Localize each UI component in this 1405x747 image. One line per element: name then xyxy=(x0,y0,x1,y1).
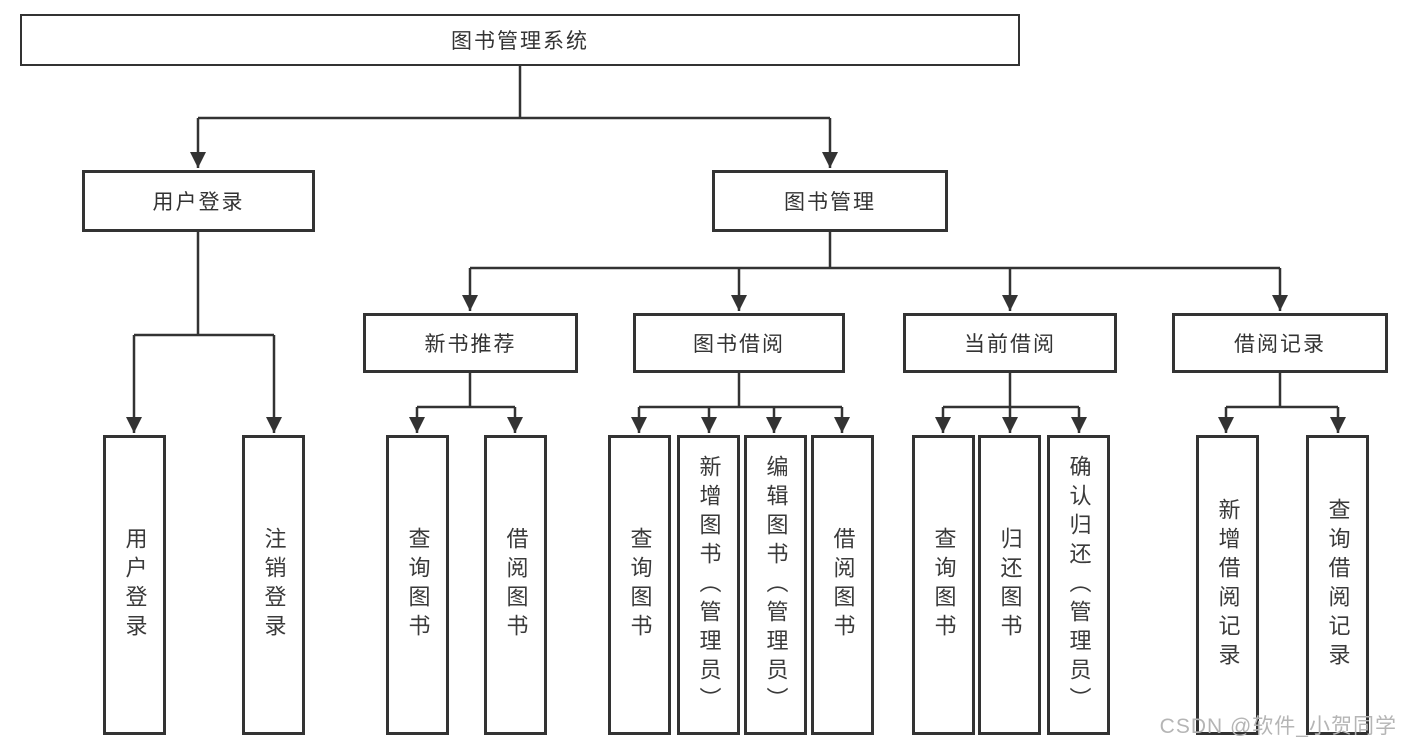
leaf-label: 借阅图书 xyxy=(830,527,856,643)
leaf-label: 查询借阅记录 xyxy=(1325,498,1351,672)
leaf-borrow-books-recommend: 借阅图书 xyxy=(484,435,547,735)
node-current-borrow: 当前借阅 xyxy=(903,313,1117,373)
leaf-label: 借阅图书 xyxy=(503,527,529,643)
node-label: 新书推荐 xyxy=(424,333,517,356)
leaf-label: 查询图书 xyxy=(931,527,957,643)
node-book-borrow: 图书借阅 xyxy=(633,313,845,373)
csdn-watermark: CSDN @软件_小贺同学 xyxy=(1159,715,1397,738)
leaf-label: 新增图书（管理员） xyxy=(696,454,722,716)
node-root-system: 图书管理系统 xyxy=(20,14,1020,66)
leaf-return-books: 归还图书 xyxy=(978,435,1041,735)
leaf-label: 归还图书 xyxy=(997,527,1023,643)
leaf-query-books-borrow: 查询图书 xyxy=(608,435,671,735)
leaf-label: 查询图书 xyxy=(405,527,431,643)
leaf-label: 编辑图书（管理员） xyxy=(763,454,789,716)
leaf-label: 注销登录 xyxy=(261,527,287,643)
node-user-login-module: 用户登录 xyxy=(82,170,315,232)
node-label: 图书管理系统 xyxy=(451,30,589,53)
node-label: 借阅记录 xyxy=(1234,333,1326,356)
leaf-borrow-books: 借阅图书 xyxy=(811,435,874,735)
leaf-query-books-recommend: 查询图书 xyxy=(386,435,449,735)
leaf-query-borrow-record: 查询借阅记录 xyxy=(1306,435,1369,735)
node-label: 图书借阅 xyxy=(693,333,785,356)
leaf-confirm-return-admin: 确认归还（管理员） xyxy=(1047,435,1110,735)
leaf-logout: 注销登录 xyxy=(242,435,305,735)
node-label: 当前借阅 xyxy=(964,333,1056,356)
leaf-label: 新增借阅记录 xyxy=(1215,498,1241,672)
leaf-edit-books-admin: 编辑图书（管理员） xyxy=(744,435,807,735)
leaf-query-books-current: 查询图书 xyxy=(912,435,975,735)
node-label: 用户登录 xyxy=(152,191,245,214)
node-borrow-records: 借阅记录 xyxy=(1172,313,1388,373)
leaf-add-books-admin: 新增图书（管理员） xyxy=(677,435,740,735)
leaf-user-login: 用户登录 xyxy=(103,435,166,735)
node-label: 图书管理 xyxy=(784,191,876,214)
node-new-book-recommend: 新书推荐 xyxy=(363,313,578,373)
leaf-label: 查询图书 xyxy=(627,527,653,643)
leaf-label: 确认归还（管理员） xyxy=(1066,454,1092,716)
leaf-add-borrow-record: 新增借阅记录 xyxy=(1196,435,1259,735)
node-book-management-module: 图书管理 xyxy=(712,170,948,232)
leaf-label: 用户登录 xyxy=(122,527,148,643)
